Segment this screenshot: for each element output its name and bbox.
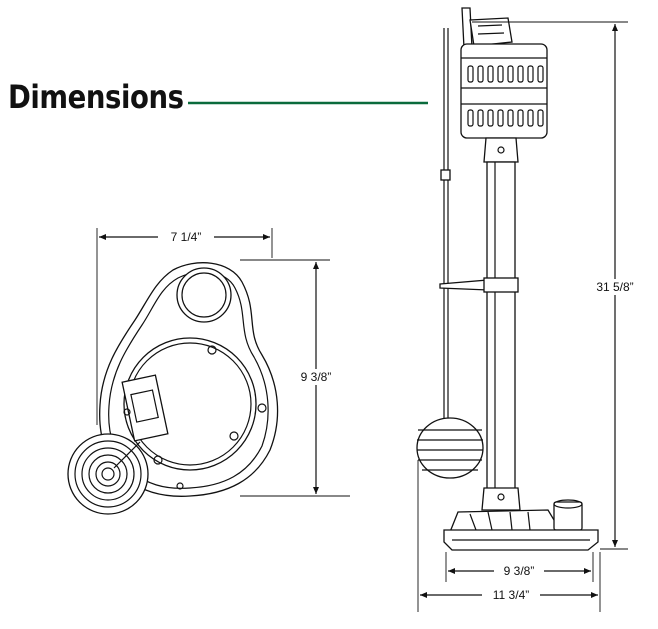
base-width-label: 9 3/8” <box>504 564 535 578</box>
page-title: Dimensions <box>8 78 184 116</box>
motor-vents <box>467 65 544 127</box>
top-view-drawing <box>67 228 350 515</box>
pump-height-label: 31 5/8” <box>596 280 633 294</box>
overall-width-label: 11 3/4” <box>493 588 529 602</box>
top-view-depth-label: 9 3/8” <box>301 370 332 384</box>
top-view-width-label: 7 1/4” <box>171 230 202 244</box>
float-disc <box>67 433 149 515</box>
pump-side-view <box>416 7 599 551</box>
